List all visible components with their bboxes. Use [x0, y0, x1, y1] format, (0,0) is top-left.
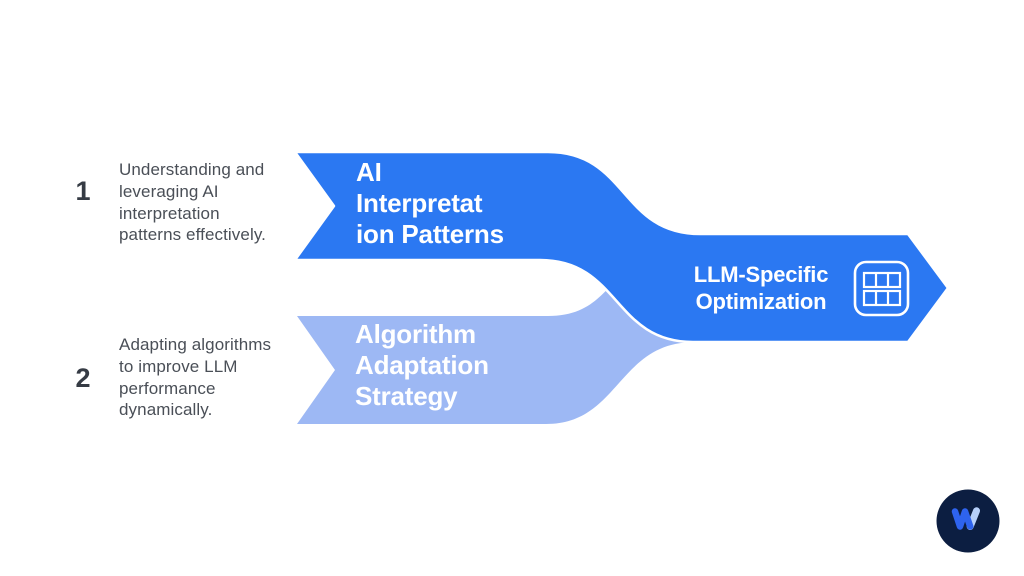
step-2-number: 2: [75, 363, 91, 393]
step-2-line-1: Adapting algorithms: [119, 335, 272, 354]
table-icon: [853, 260, 910, 317]
band-2-title-line-3: Strategy: [355, 381, 458, 411]
result-title-line-1: LLM-Specific: [693, 262, 829, 287]
step-2-line-2: to improve LLM: [119, 356, 238, 376]
step-1-description: Understanding and leveraging AI interpre…: [119, 159, 266, 246]
primary-flow-arrow-shape: [293, 150, 950, 344]
band-1-title-line-2: Interpretat: [356, 188, 483, 218]
step-1-line-3: interpretation: [119, 203, 220, 223]
step-1-line-4: patterns effectively.: [119, 225, 266, 245]
result-title-line-2: Optimization: [695, 289, 827, 314]
band-1-title-line-1: AI: [356, 157, 382, 187]
step-2-description: Adapting algorithms to improve LLM perfo…: [119, 334, 271, 421]
band-2-title-line-2: Adaptation: [355, 350, 489, 380]
w-mark-icon: [951, 508, 974, 530]
step-1-line-1: Understanding and: [119, 160, 265, 179]
brand-logo-badge[interactable]: [935, 488, 1001, 554]
result-title: LLM-Specific Optimization: [655, 261, 867, 315]
step-2-line-4: dynamically.: [119, 400, 213, 420]
band-2-title-line-1: Algorithm: [355, 319, 476, 349]
band-1-title: AI Interpretat ion Patterns: [356, 157, 504, 250]
step-1-number: 1: [75, 176, 91, 206]
step-1-line-2: leveraging AI: [119, 181, 219, 201]
band-2-title: Algorithm Adaptation Strategy: [355, 319, 489, 412]
step-2-line-3: performance: [119, 378, 216, 398]
band-1-title-line-3: ion Patterns: [356, 219, 504, 249]
